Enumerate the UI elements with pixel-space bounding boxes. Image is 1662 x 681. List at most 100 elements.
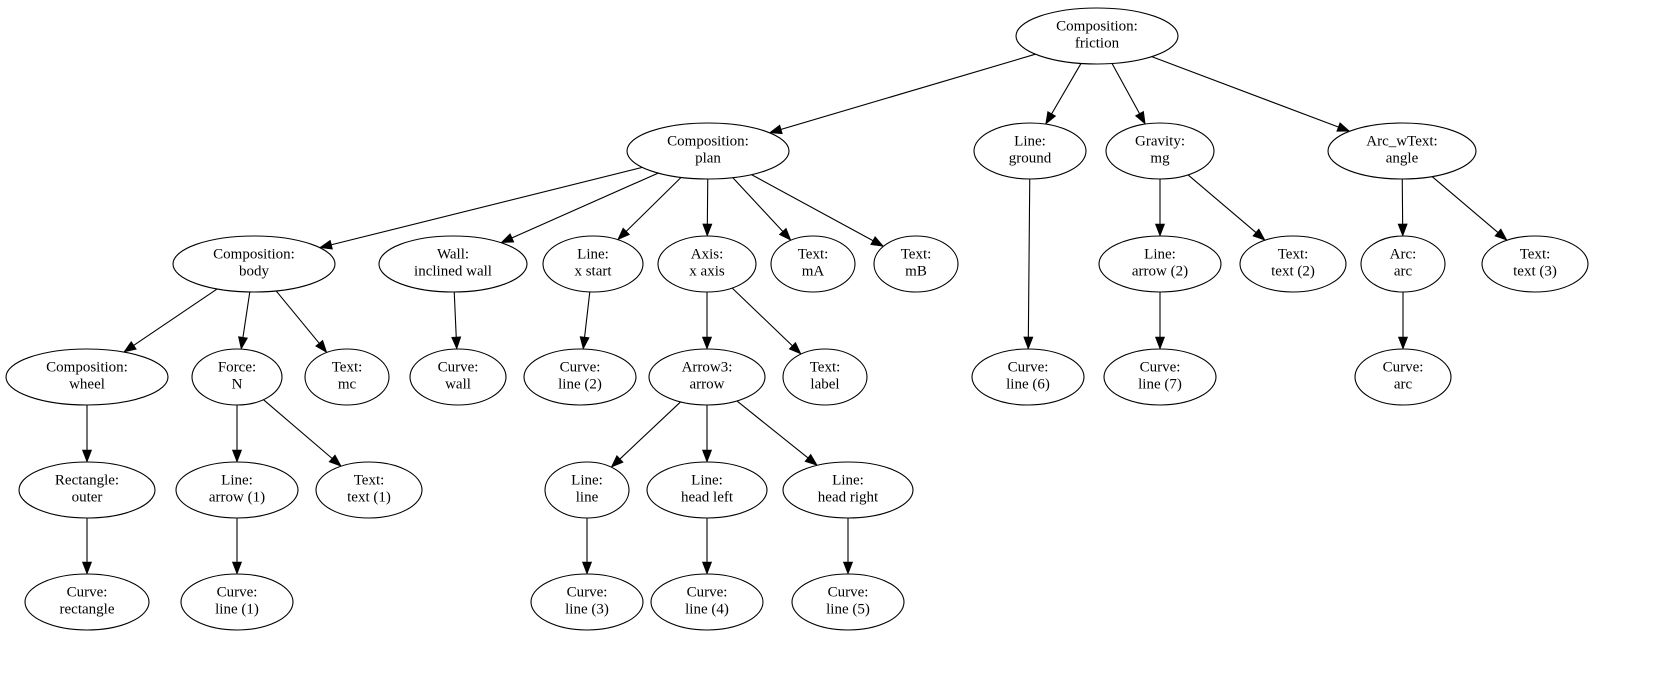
- node-ellipse[interactable]: [1360, 235, 1446, 293]
- node-ellipse[interactable]: [646, 461, 768, 519]
- graph-edge: [751, 174, 885, 247]
- graph-node-outer[interactable]: Rectangle:outer: [18, 461, 156, 519]
- node-ellipse[interactable]: [626, 122, 790, 180]
- graph-node-mg[interactable]: Gravity:mg: [1105, 122, 1215, 180]
- node-ellipse[interactable]: [175, 461, 299, 519]
- graph-node-line6[interactable]: Curve:line (6): [971, 348, 1085, 406]
- graph-node-angle[interactable]: Arc_wText:angle: [1327, 122, 1477, 180]
- node-ellipse[interactable]: [971, 348, 1085, 406]
- node-ellipse[interactable]: [648, 348, 766, 406]
- graph-node-xaxis[interactable]: Axis:x axis: [657, 235, 757, 293]
- node-ellipse[interactable]: [657, 235, 757, 293]
- graph-node-line5[interactable]: Curve:line (5): [791, 573, 905, 631]
- graph-node-wall[interactable]: Curve:wall: [409, 348, 507, 406]
- node-ellipse[interactable]: [544, 461, 630, 519]
- node-ellipse[interactable]: [1015, 7, 1179, 65]
- node-ellipse[interactable]: [304, 348, 390, 406]
- graph-edge: [610, 401, 681, 468]
- node-label-type: Curve:: [560, 360, 601, 376]
- node-ellipse[interactable]: [1105, 122, 1215, 180]
- node-ellipse[interactable]: [782, 461, 914, 519]
- graph-node-incwall[interactable]: Wall:inclined wall: [378, 235, 528, 293]
- node-label-name: body: [239, 264, 270, 280]
- node-ellipse[interactable]: [791, 573, 905, 631]
- node-ellipse[interactable]: [1103, 348, 1217, 406]
- graph-node-plan[interactable]: Composition:plan: [626, 122, 790, 180]
- node-label: Line:x start: [574, 247, 612, 280]
- graph-edge: [238, 291, 251, 350]
- node-ellipse[interactable]: [650, 573, 764, 631]
- arrowhead-icon: [579, 336, 590, 350]
- node-label-type: Curve:: [567, 585, 608, 601]
- node-ellipse[interactable]: [172, 235, 336, 293]
- node-ellipse[interactable]: [191, 348, 283, 406]
- graph-node-line2[interactable]: Curve:line (2): [523, 348, 637, 406]
- graph-node-text1[interactable]: Text:text (1): [315, 461, 423, 519]
- node-label-name: text (1): [347, 490, 391, 506]
- node-ellipse[interactable]: [5, 348, 169, 406]
- graph-edge: [1151, 56, 1351, 132]
- graph-node-headright[interactable]: Line:head right: [782, 461, 914, 519]
- graph-node-ground[interactable]: Line:ground: [973, 122, 1087, 180]
- node-ellipse[interactable]: [973, 122, 1087, 180]
- node-label-type: Curve:: [1008, 360, 1049, 376]
- graph-node-arc[interactable]: Arc:arc: [1360, 235, 1446, 293]
- node-label-type: Curve:: [217, 585, 258, 601]
- graph-node-headleft[interactable]: Line:head left: [646, 461, 768, 519]
- graph-node-friction[interactable]: Composition:friction: [1015, 7, 1179, 65]
- node-ellipse[interactable]: [1354, 348, 1452, 406]
- node-ellipse[interactable]: [782, 348, 868, 406]
- node-ellipse[interactable]: [1327, 122, 1477, 180]
- node-label-type: Line:: [1144, 247, 1176, 263]
- arrowhead-icon: [231, 561, 243, 575]
- graph-node-N[interactable]: Force:N: [191, 348, 283, 406]
- arrowhead-icon: [804, 453, 818, 466]
- graph-edge: [617, 177, 682, 241]
- graph-edge: [736, 400, 818, 466]
- graph-node-xstart[interactable]: Line:x start: [542, 235, 644, 293]
- graph-edge: [500, 172, 659, 244]
- node-ellipse[interactable]: [1098, 235, 1222, 293]
- graph-edge: [1397, 292, 1409, 350]
- node-ellipse[interactable]: [770, 235, 856, 293]
- node-ellipse[interactable]: [409, 348, 507, 406]
- graph-edge: [701, 405, 713, 463]
- arrowhead-icon: [788, 341, 802, 355]
- graph-node-wheel[interactable]: Composition:wheel: [5, 348, 169, 406]
- node-label-name: x axis: [689, 264, 725, 280]
- graph-node-mc[interactable]: Text:mc: [304, 348, 390, 406]
- graph-node-body[interactable]: Composition:body: [172, 235, 336, 293]
- node-ellipse[interactable]: [180, 573, 294, 631]
- graph-node-rectangle[interactable]: Curve:rectangle: [24, 573, 150, 631]
- node-ellipse[interactable]: [523, 348, 637, 406]
- graph-node-arrow3[interactable]: Arrow3:arrow: [648, 348, 766, 406]
- node-ellipse[interactable]: [1481, 235, 1589, 293]
- node-label-type: Text:: [1520, 247, 1551, 263]
- graph-node-line4[interactable]: Curve:line (4): [650, 573, 764, 631]
- graph-edge: [579, 291, 591, 350]
- graph-node-line7[interactable]: Curve:line (7): [1103, 348, 1217, 406]
- graph-node-text3[interactable]: Text:text (3): [1481, 235, 1589, 293]
- node-ellipse[interactable]: [378, 235, 528, 293]
- node-ellipse[interactable]: [542, 235, 644, 293]
- graph-node-curvearc[interactable]: Curve:arc: [1354, 348, 1452, 406]
- node-label: Curve:line (1): [215, 585, 259, 618]
- node-ellipse[interactable]: [530, 573, 644, 631]
- graph-node-arrow2[interactable]: Line:arrow (2): [1098, 235, 1222, 293]
- node-ellipse[interactable]: [24, 573, 150, 631]
- graph-node-mB[interactable]: Text:mB: [873, 235, 959, 293]
- arrowhead-icon: [701, 336, 713, 350]
- node-ellipse[interactable]: [1239, 235, 1347, 293]
- node-ellipse[interactable]: [873, 235, 959, 293]
- graph-node-lineline[interactable]: Line:line: [544, 461, 630, 519]
- graph-node-text2[interactable]: Text:text (2): [1239, 235, 1347, 293]
- node-ellipse[interactable]: [18, 461, 156, 519]
- node-label-name: head left: [681, 490, 734, 506]
- node-ellipse[interactable]: [315, 461, 423, 519]
- graph-node-mA[interactable]: Text:mA: [770, 235, 856, 293]
- graph-node-label[interactable]: Text:label: [782, 348, 868, 406]
- node-label-type: Rectangle:: [55, 473, 119, 489]
- graph-node-line1[interactable]: Curve:line (1): [180, 573, 294, 631]
- graph-node-line3[interactable]: Curve:line (3): [530, 573, 644, 631]
- graph-node-arrow1[interactable]: Line:arrow (1): [175, 461, 299, 519]
